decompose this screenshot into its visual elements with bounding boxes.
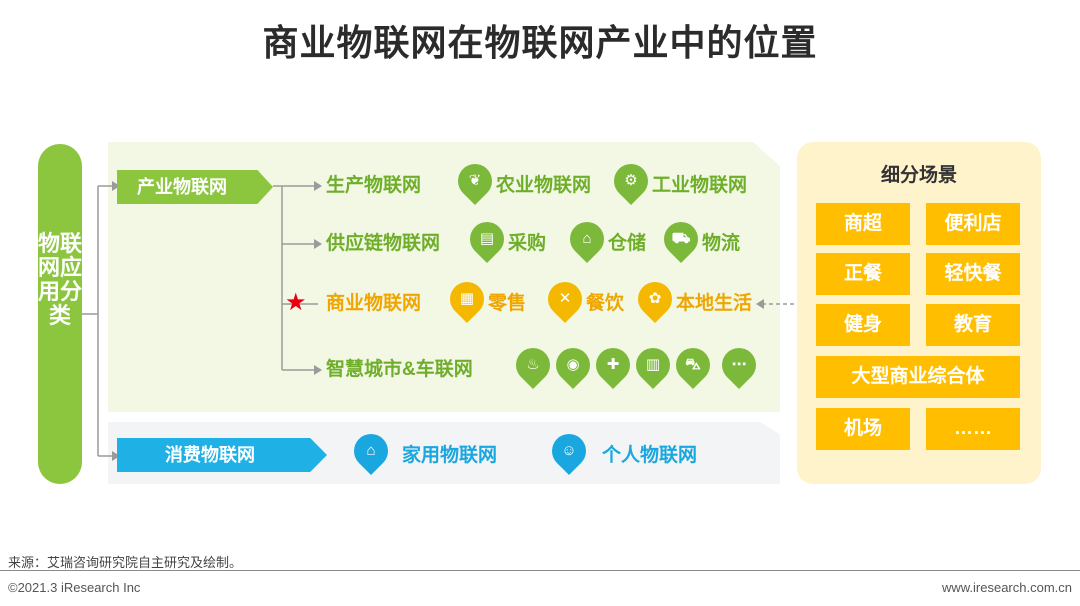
consumer-iot-label: 消费物联网 — [117, 438, 327, 472]
production-iot-label: 生产物联网 — [326, 175, 422, 196]
highlight-star-icon: ★ — [285, 289, 307, 316]
commercial-iot-label: 商业物联网 — [326, 293, 422, 314]
scenario-quick-service: 轻快餐 — [926, 253, 1020, 295]
procurement-label: 采购 — [508, 233, 547, 254]
industry-iot-label: 工业物联网 — [652, 175, 748, 196]
home-iot-label: 家用物联网 — [402, 445, 498, 466]
catering-label: 餐饮 — [586, 293, 625, 314]
scenario-education: 教育 — [926, 304, 1020, 346]
industrial-iot-label: 产业物联网 — [117, 170, 273, 204]
scenario-more: …… — [926, 408, 1020, 450]
copyright: ©2021.3 iResearch Inc — [8, 580, 141, 595]
agriculture-iot-label: 农业物联网 — [496, 175, 592, 196]
retail-label: 零售 — [488, 293, 527, 314]
smart-city-iov-label: 智慧城市&车联网 — [326, 359, 473, 380]
page-title: 商业物联网在物联网产业中的位置 — [262, 22, 818, 63]
scenario-formal-dining: 正餐 — [816, 253, 910, 295]
logistics-label: 物流 — [702, 233, 741, 254]
scenario-convenience-store: 便利店 — [926, 203, 1020, 245]
personal-iot-label: 个人物联网 — [602, 445, 698, 466]
scenario-fitness: 健身 — [816, 304, 910, 346]
iot-application-category-bar: 物联网应用分类 — [38, 144, 82, 484]
scenario-supermarket: 商超 — [816, 203, 910, 245]
scenario-commercial-complex: 大型商业综合体 — [816, 356, 1020, 398]
scenario-title: 细分场景 — [880, 165, 957, 186]
supply-chain-iot-label: 供应链物联网 — [326, 233, 441, 254]
source-note: 来源：艾瑞咨询研究院自主研究及绘制。 — [8, 555, 243, 570]
footer-divider — [0, 570, 1080, 571]
website-url: www.iresearch.com.cn — [941, 580, 1072, 595]
local-life-label: 本地生活 — [676, 293, 753, 314]
scenario-airport: 机场 — [816, 408, 910, 450]
warehousing-label: 仓储 — [608, 233, 647, 254]
